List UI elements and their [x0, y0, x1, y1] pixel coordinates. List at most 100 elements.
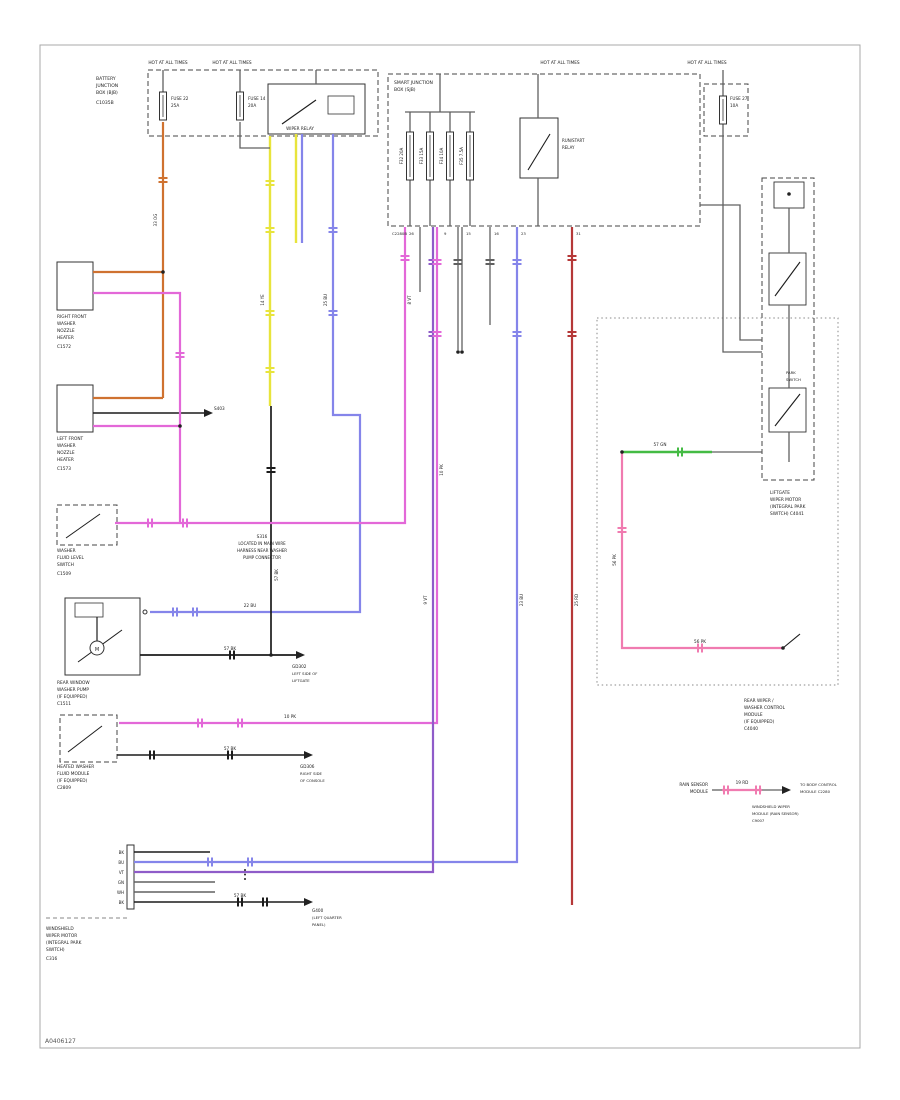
diagram-label: M — [95, 647, 99, 653]
diagram-label: F33 15A — [419, 147, 424, 164]
diagram-label: MODULE (RAIN SENSOR) — [752, 811, 799, 816]
diagram-label: GN — [118, 880, 124, 885]
junction-dot-9 — [244, 869, 246, 871]
blue-wiper — [134, 227, 519, 864]
rear-washer-pump-box — [64, 597, 141, 676]
diagram-label: WIPER MOTOR — [46, 933, 77, 939]
smart-junction-box — [387, 73, 701, 227]
diagram-label: FUSE 27 — [730, 96, 748, 101]
junction-dot-3 — [178, 424, 182, 428]
lf-washer-nozzle-box — [56, 384, 94, 433]
diagram-label: 10 PK — [439, 464, 444, 476]
diagram-label: LOCATED IN MAIN WIRE — [238, 541, 286, 546]
diagram-label: C1035B — [96, 100, 114, 106]
diagram-label: MODULE C2280 — [800, 789, 831, 794]
heated-washer-box — [59, 714, 118, 763]
diagram-label: FUSE 22 — [171, 96, 189, 101]
outer-frame — [39, 44, 861, 1049]
diagram-label: 25 RD — [574, 594, 579, 606]
junction-dot-8 — [787, 192, 791, 196]
diagram-label: C1511 — [57, 701, 71, 707]
diagram-label: 9 VT — [423, 595, 428, 605]
diagram-label: WINDSHIELD — [46, 926, 74, 932]
diagram-label: 10A — [730, 103, 738, 108]
diagram-label: 57 BK — [234, 893, 247, 898]
diagram-label: (INTEGRAL PARK — [770, 504, 806, 510]
diagram-label: 31 — [576, 231, 581, 236]
relay-coil-box — [327, 95, 355, 115]
diagram-label: HEATER — [57, 335, 74, 341]
diagram-label: 33 OG — [153, 214, 158, 227]
sjb-relay-box — [519, 117, 559, 179]
diagram-label: VT — [119, 870, 125, 875]
junction-dot-11 — [244, 878, 246, 880]
diagram-label: BOX (SJB) — [394, 87, 416, 93]
diagram-label: NOZZLE — [57, 328, 75, 334]
diagram-label: 57 BK — [224, 646, 237, 651]
junction-dot-2 — [269, 653, 273, 657]
diagram-label: (IF EQUIPPED) — [57, 778, 87, 784]
diagram-label: RUN/START — [562, 138, 585, 143]
diagram-label: REAR WIPER / — [744, 698, 774, 704]
diagram-label: LIFTGATE — [770, 490, 790, 496]
sjb-relay-contact — [527, 133, 551, 171]
diagram-label: 57 GN — [653, 442, 666, 447]
diagram-label: WINDSHIELD WIPER — [752, 804, 790, 809]
diagram-label: HARNESS NEAR WASHER — [237, 548, 287, 553]
diagram-label: FLUID LEVEL — [57, 555, 85, 561]
diagram-label: MODULE — [690, 789, 709, 794]
diagram-label: 22 BU — [244, 603, 257, 608]
magenta-rf — [93, 291, 182, 523]
diagram-label: BK — [119, 900, 125, 905]
rear-contact — [782, 633, 801, 649]
diagram-label: WH — [117, 890, 124, 895]
diagram-label: PUMP CONNECTOR — [243, 555, 281, 560]
wiper-motor-connector — [126, 844, 135, 910]
rear-module-box — [596, 317, 839, 686]
diagram-label: HEATER — [57, 457, 74, 463]
terminal-ring-1 — [89, 640, 105, 656]
diagram-label: 57 BK — [274, 569, 279, 581]
diagram-label: LIFTGATE — [292, 678, 310, 683]
ground-arrow-2 — [296, 651, 305, 659]
diagram-label: 56 PK — [612, 554, 617, 566]
terminal-ring-2 — [142, 609, 148, 615]
battery-junction-box — [147, 69, 379, 137]
diagram-label: SMART JUNCTION — [394, 80, 433, 86]
ground-arrow-5 — [782, 786, 791, 794]
rf-washer-nozzle-box — [56, 261, 94, 311]
diagram-label: (IF EQUIPPED) — [744, 719, 774, 725]
diagram-label: WASHER CONTROL — [744, 705, 786, 711]
pink-rear — [620, 452, 783, 650]
diagram-label: LEFT SIDE OF — [292, 671, 317, 676]
diagram-label: C9007 — [752, 818, 765, 823]
diagram-label: C1573 — [57, 466, 71, 472]
ground-arrow-4 — [304, 898, 313, 906]
diagram-label: SWITCH — [57, 562, 74, 568]
diagram-label: 14 YE — [260, 294, 265, 306]
diagram-label: NOZZLE — [57, 450, 75, 456]
diagram-label: 19 RD — [736, 780, 749, 785]
diagram-label: FUSE 14 — [248, 96, 266, 101]
magenta-rear — [119, 227, 439, 725]
diagram-label: 56 PK — [694, 639, 706, 644]
diagram-label: C2280B — [392, 231, 407, 236]
diagram-label: C4040 — [744, 726, 758, 732]
diagram-label: GD302 — [292, 664, 307, 669]
ground-arrow-1 — [204, 409, 213, 417]
diagram-label: (INTEGRAL PARK — [46, 940, 82, 946]
diagram-label: HOT AT ALL TIMES — [540, 60, 580, 66]
diagram-label: S316 — [257, 534, 268, 539]
diagram-label: MODULE — [744, 712, 763, 718]
diagram-label: 57 BK — [224, 746, 237, 751]
washer-level-switch-box — [56, 504, 118, 546]
diagram-label: 10 PK — [284, 714, 296, 719]
diagram-label: OF CONSOLE — [300, 778, 325, 783]
diagram-label: RAIN SENSOR — [679, 782, 708, 787]
sjb-switch-run — [700, 204, 762, 341]
diagram-label: (LEFT QUARTER — [312, 915, 342, 920]
diagram-label: PANEL) — [312, 922, 326, 927]
diagram-label: HOT AT ALL TIMES — [148, 60, 188, 66]
